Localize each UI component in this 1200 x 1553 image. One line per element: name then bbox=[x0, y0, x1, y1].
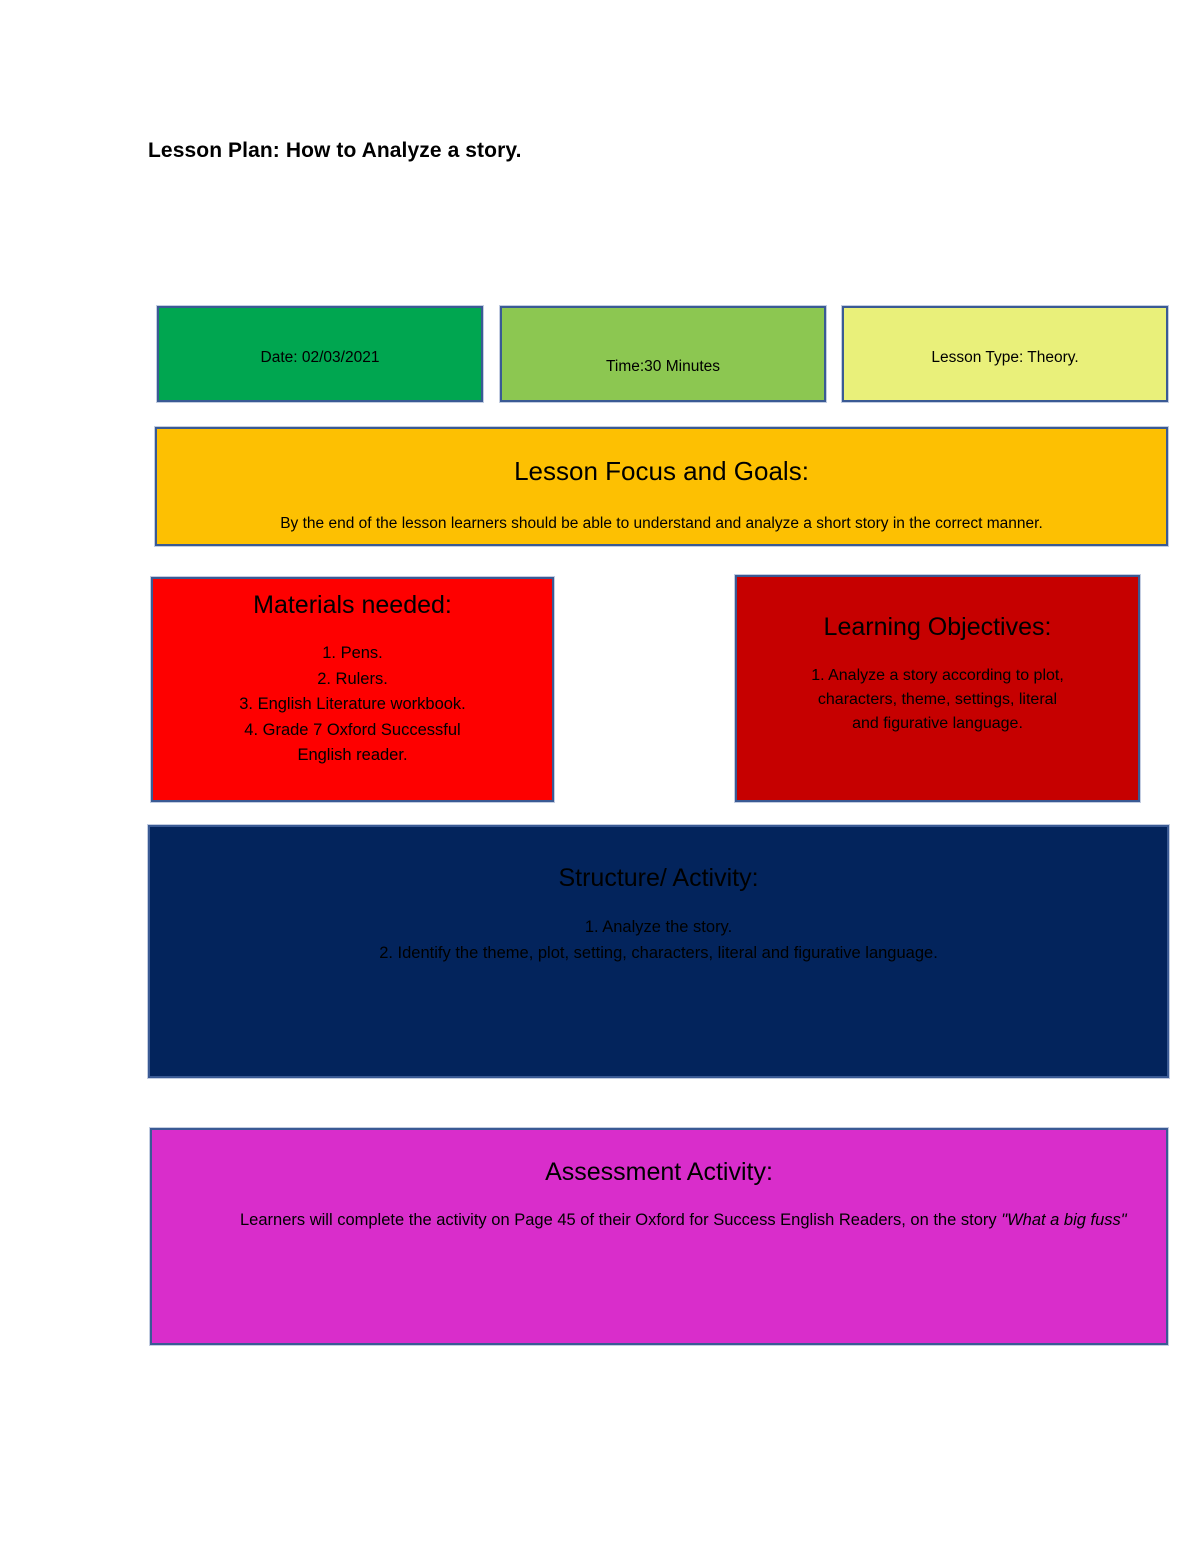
structure-activity-box: Structure/ Activity: 1. Analyze the stor… bbox=[147, 824, 1170, 1079]
list-item: 1. Analyze a story according to plot, bbox=[811, 667, 1064, 684]
lesson-focus-body: By the end of the lesson learners should… bbox=[280, 515, 1043, 532]
list-item: characters, theme, settings, literal bbox=[817, 691, 1058, 708]
list-item: 4. Grade 7 Oxford Successful bbox=[244, 720, 461, 739]
materials-heading: Materials needed: bbox=[253, 591, 452, 619]
assessment-activity-box: Assessment Activity: Learners will compl… bbox=[149, 1127, 1169, 1346]
structure-activity-list: 1. Analyze the story. 2. Identify the th… bbox=[166, 914, 1151, 966]
assessment-activity-heading: Assessment Activity: bbox=[545, 1158, 773, 1186]
time-text: Time:30 Minutes bbox=[606, 358, 720, 375]
lesson-type-box: Lesson Type: Theory. bbox=[841, 305, 1169, 403]
assessment-activity-body: Learners will complete the activity on P… bbox=[240, 1208, 1136, 1233]
list-item: and figurative language. bbox=[852, 715, 1023, 732]
learning-objectives-list: 1. Analyze a story according to plot, ch… bbox=[765, 664, 1110, 736]
assessment-story-title: "What a big fuss" bbox=[1001, 1211, 1127, 1229]
learning-objectives-heading: Learning Objectives: bbox=[823, 613, 1052, 641]
page-title: Lesson Plan: How to Analyze a story. bbox=[148, 139, 522, 162]
assessment-body-text: Learners will complete the activity on P… bbox=[240, 1211, 1002, 1229]
time-box: Time:30 Minutes bbox=[499, 305, 827, 403]
learning-objectives-box: Learning Objectives: 1. Analyze a story … bbox=[734, 574, 1141, 803]
lesson-focus-box: Lesson Focus and Goals: By the end of th… bbox=[154, 426, 1169, 547]
list-item: English reader. bbox=[297, 746, 408, 764]
list-item: 2. Identify the theme, plot, setting, ch… bbox=[379, 944, 938, 962]
list-item: 1. Pens. bbox=[322, 644, 383, 662]
date-box: Date: 02/03/2021 bbox=[156, 305, 484, 403]
lesson-focus-heading: Lesson Focus and Goals: bbox=[514, 456, 809, 486]
materials-box: Materials needed: 1. Pens. 2. Rulers. 3.… bbox=[150, 576, 555, 803]
structure-activity-heading: Structure/ Activity: bbox=[558, 864, 759, 892]
list-item: 1. Analyze the story. bbox=[584, 918, 733, 936]
list-item: 3. English Literature workbook. bbox=[239, 695, 466, 713]
lesson-type-text: Lesson Type: Theory. bbox=[931, 349, 1079, 366]
materials-list: 1. Pens. 2. Rulers. 3. English Literatur… bbox=[161, 641, 544, 769]
date-text: Date: 02/03/2021 bbox=[260, 349, 380, 366]
list-item: 2. Rulers. bbox=[317, 669, 388, 688]
